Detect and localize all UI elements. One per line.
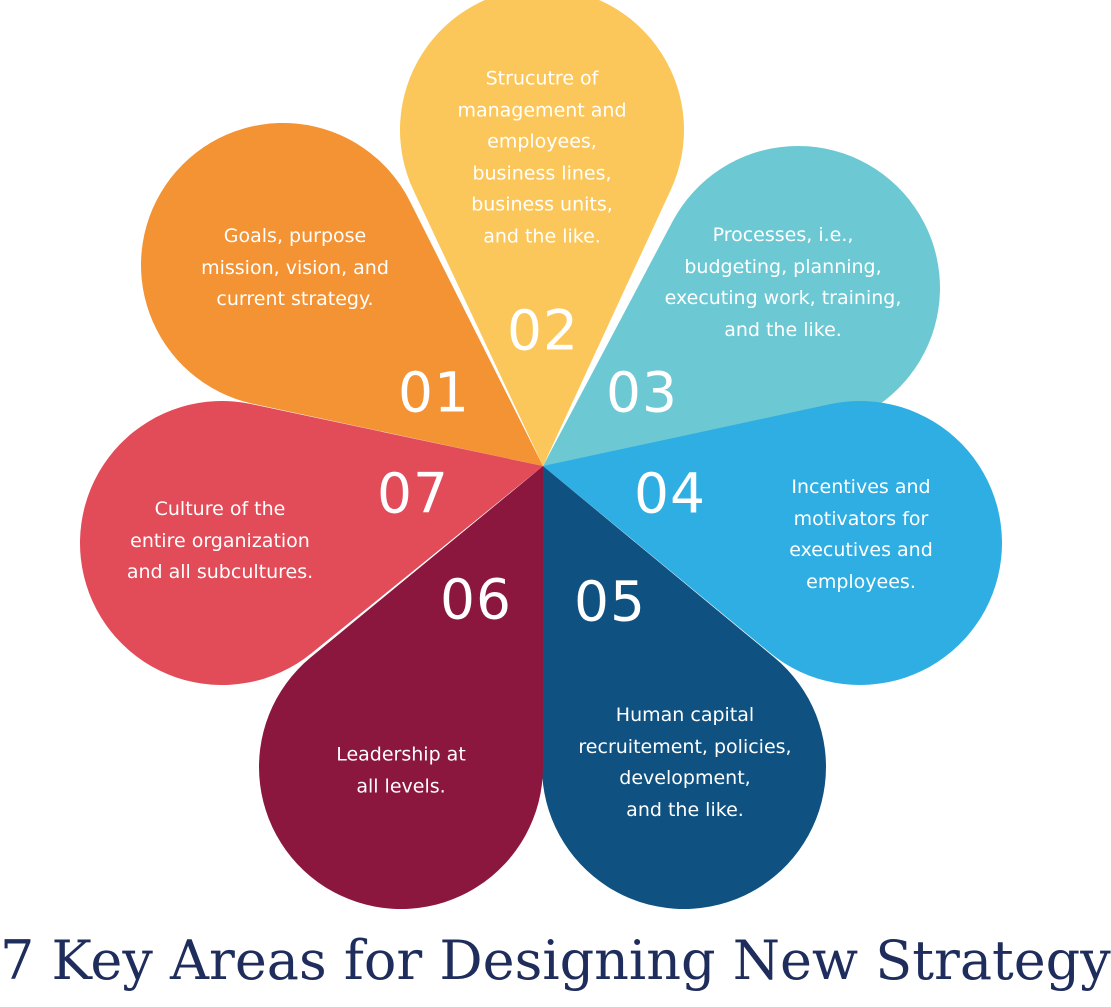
petal-description-line: Processes, i.e., [712, 224, 854, 246]
petal-description-line: business lines, [472, 162, 612, 184]
petal-description-line: and all subcultures. [126, 560, 314, 583]
petal-description-line: employees, [487, 130, 597, 153]
flower-diagram [80, 0, 1002, 909]
petal-description-05: Human capital recruitement, policies, deve… [578, 700, 791, 826]
petal-description-line: development, [619, 767, 751, 789]
petal-description-01: Goals, purpose mission, vision, and curren… [201, 221, 389, 316]
petal-number-05: 05 [574, 569, 646, 634]
petal-description-02: Strucutre of management and employees, busi… [457, 64, 626, 253]
petal-description-03: Processes, i.e., budgeting, planning, exec… [665, 220, 902, 346]
petal-description-04: Incentives and motivators for executives a… [789, 472, 933, 598]
petal-description-line: Human capital [615, 704, 755, 726]
petal-number-01: 01 [398, 360, 470, 425]
petal-description-06: Leadership at all levels. [336, 740, 466, 803]
petal-description-line: and the like. [483, 225, 601, 247]
petal-02 [400, 0, 684, 466]
petal-description-line: recruitement, policies, [578, 735, 792, 758]
petal-01 [141, 122, 543, 467]
petal-description-line: Incentives and [791, 476, 931, 498]
petal-description-line: executing work, training, [664, 287, 902, 309]
petal-number-07: 07 [377, 461, 449, 526]
petal-description-line: motivators for [793, 507, 929, 530]
page-title: 7 Key Areas for Designing New Strategy [0, 929, 1111, 992]
petal-number-04: 04 [634, 461, 706, 526]
petal-description-07: Culture of the entire organization and all… [127, 494, 313, 589]
petal-description-line: and the like. [724, 318, 842, 341]
petal-description-line: Strucutre of [485, 67, 599, 90]
petal-description-line: and the like. [626, 798, 744, 821]
petal-description-line: mission, vision, and [201, 256, 389, 279]
petal-description-line: Goals, purpose [223, 224, 367, 247]
petal-description-line: employees. [806, 570, 916, 593]
petal-description-line: current strategy. [216, 287, 374, 310]
petal-05 [541, 466, 826, 909]
petal-description-line: all levels. [356, 775, 446, 797]
petal-description-line: budgeting, planning, [684, 255, 882, 278]
petal-07 [80, 401, 543, 686]
petal-description-line: Culture of the [154, 497, 286, 520]
petal-description-line: entire organization [130, 529, 310, 552]
petal-number-03: 03 [606, 360, 678, 425]
petal-description-line: Leadership at [336, 743, 466, 766]
petal-number-02: 02 [507, 298, 579, 363]
petal-03 [543, 145, 940, 466]
petal-number-06: 06 [440, 567, 512, 632]
petal-description-line: management and [457, 99, 627, 121]
petal-description-line: executives and [789, 539, 933, 561]
petal-description-line: business units, [471, 193, 613, 216]
petal-06 [259, 466, 543, 909]
petal-04 [543, 400, 1002, 685]
